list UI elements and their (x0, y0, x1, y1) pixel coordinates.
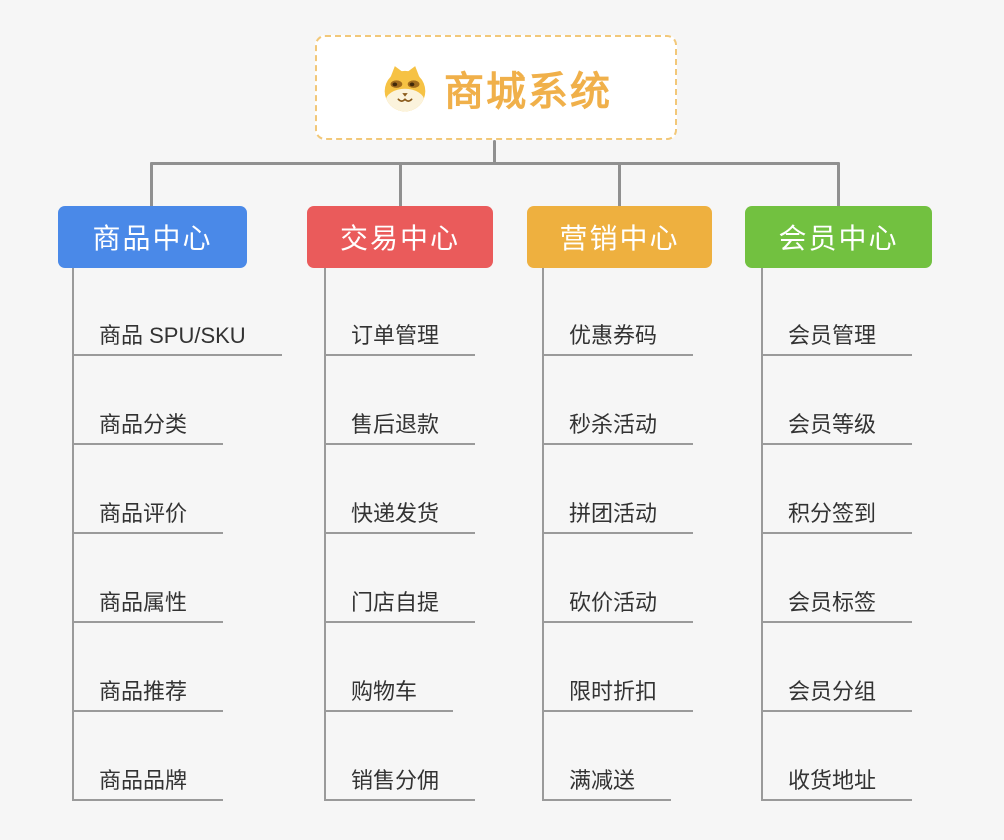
connector-root-stem (493, 140, 496, 165)
connector-drop-2 (399, 162, 402, 208)
shiba-dog-icon (380, 63, 430, 113)
topic-item[interactable]: 满减送 (542, 765, 672, 801)
topic-item[interactable]: 优惠券码 (542, 320, 694, 356)
topic-item[interactable]: 快递发货 (324, 498, 476, 534)
spine-product-center (72, 268, 74, 801)
connector-drop-3 (618, 162, 621, 208)
branch-node-member-center[interactable]: 会员中心 (745, 206, 932, 268)
topic-item[interactable]: 限时折扣 (542, 676, 694, 712)
topic-item[interactable]: 商品 SPU/SKU (72, 320, 282, 356)
topic-item[interactable]: 砍价活动 (542, 587, 694, 623)
connector-horizontal-bar (150, 162, 840, 165)
topic-item[interactable]: 会员标签 (761, 587, 913, 623)
spine-member-center (761, 268, 763, 801)
topic-item[interactable]: 收货地址 (761, 765, 913, 801)
topic-item[interactable]: 会员管理 (761, 320, 913, 356)
topic-item[interactable]: 会员分组 (761, 676, 913, 712)
root-title: 商城系统 (444, 69, 612, 114)
topic-item[interactable]: 秒杀活动 (542, 409, 694, 445)
branch-node-product-center[interactable]: 商品中心 (58, 206, 247, 268)
topic-item[interactable]: 商品推荐 (72, 676, 224, 712)
topic-item[interactable]: 会员等级 (761, 409, 913, 445)
topic-item[interactable]: 拼团活动 (542, 498, 694, 534)
branch-node-trade-center[interactable]: 交易中心 (307, 206, 493, 268)
connector-drop-1 (150, 162, 153, 208)
topic-item[interactable]: 商品品牌 (72, 765, 224, 801)
connector-drop-4 (837, 162, 840, 208)
topic-item[interactable]: 购物车 (324, 676, 454, 712)
topic-item[interactable]: 门店自提 (324, 587, 476, 623)
topic-item[interactable]: 商品属性 (72, 587, 224, 623)
branch-node-marketing-center[interactable]: 营销中心 (527, 206, 712, 268)
topic-item[interactable]: 订单管理 (324, 320, 476, 356)
topic-item[interactable]: 销售分佣 (324, 765, 476, 801)
topic-item[interactable]: 商品评价 (72, 498, 224, 534)
topic-item[interactable]: 售后退款 (324, 409, 476, 445)
root-node-mall-system[interactable]: 商城系统 (315, 35, 677, 140)
spine-trade-center (324, 268, 326, 801)
topic-item[interactable]: 商品分类 (72, 409, 224, 445)
topic-item[interactable]: 积分签到 (761, 498, 913, 534)
spine-marketing-center (542, 268, 544, 801)
